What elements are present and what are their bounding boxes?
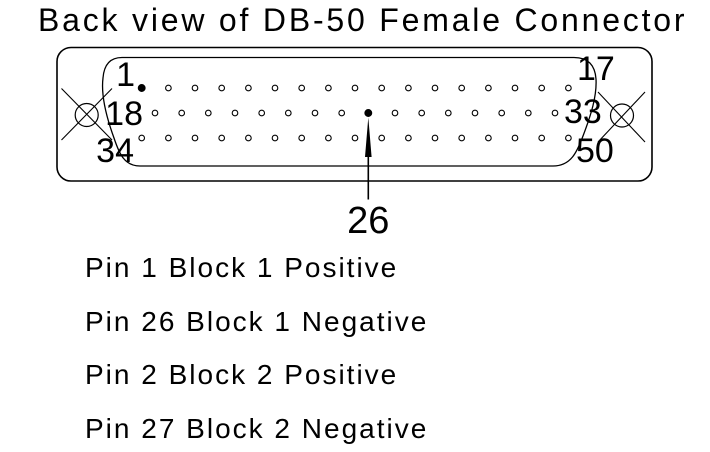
pin-7 <box>298 84 306 92</box>
pin-37 <box>218 134 226 142</box>
pin-field <box>137 84 572 142</box>
pin-11 <box>405 84 412 92</box>
pin-21 <box>231 109 239 117</box>
pin-5 <box>245 84 252 92</box>
pin-40 <box>298 134 306 142</box>
pin-12 <box>431 84 439 92</box>
pin-9 <box>351 84 359 92</box>
pin-10 <box>378 84 386 92</box>
pin-4 <box>218 84 226 92</box>
pin-8 <box>325 84 332 92</box>
pin-38 <box>245 134 252 142</box>
screw-hole-right-cross-line <box>597 91 646 143</box>
pin-33 <box>551 109 559 117</box>
pin-48 <box>511 134 519 142</box>
pin-17 <box>565 84 572 92</box>
pin-row-label-17: 17 <box>577 50 615 88</box>
screw-hole-right <box>597 91 646 143</box>
pin-assignment-line-1: Pin 1 Block 1 Positive <box>85 252 399 283</box>
pin-49 <box>538 134 546 142</box>
pin-41 <box>325 134 332 142</box>
pin-25 <box>338 109 346 117</box>
connector-diagram: 1 17 18 33 34 50 26 <box>56 46 653 242</box>
connector-insert-outline <box>101 56 597 167</box>
pin-36 <box>191 134 199 142</box>
pin-16 <box>538 84 546 92</box>
pin-29 <box>444 109 452 117</box>
pin-row-label-18: 18 <box>105 95 143 133</box>
screw-hole-left <box>61 88 113 141</box>
pin-31 <box>498 109 506 117</box>
pin-assignment-line-4: Pin 27 Block 2 Negative <box>85 413 429 444</box>
pin-45 <box>431 134 439 142</box>
pin-30 <box>471 109 479 117</box>
pin-1 <box>137 84 146 92</box>
pin-34 <box>138 134 146 142</box>
pin-44 <box>405 134 412 142</box>
pin-42 <box>351 134 359 142</box>
pin-6 <box>271 84 279 92</box>
screw-hole-right-circle <box>609 103 635 128</box>
connector-shell-outline <box>56 46 653 182</box>
pin-46 <box>458 134 466 142</box>
pin-32 <box>524 109 532 117</box>
screw-hole-left-cross-line <box>61 88 113 141</box>
pin-26-callout: 26 <box>347 117 389 242</box>
pin-19 <box>178 109 186 117</box>
pin-18 <box>151 109 159 117</box>
pin-24 <box>311 109 319 117</box>
pin-35 <box>165 134 172 142</box>
pin-row-label-33: 33 <box>564 93 602 131</box>
screw-hole-left-circle <box>74 102 99 128</box>
pin-assignment-line-2: Pin 26 Block 1 Negative <box>85 306 429 337</box>
pin-2 <box>165 84 172 92</box>
pin-row-label-34: 34 <box>96 132 134 170</box>
pin-13 <box>458 84 466 92</box>
pin-14 <box>485 84 492 92</box>
pin-20 <box>204 109 212 117</box>
pin-assignment-line-3: Pin 2 Block 2 Positive <box>85 359 399 390</box>
callout-pin-number: 26 <box>347 200 389 242</box>
pin-50 <box>565 134 572 142</box>
pin-22 <box>258 109 266 117</box>
pin-28 <box>418 109 426 117</box>
pin-15 <box>511 84 519 92</box>
pin-39 <box>271 134 279 142</box>
pin-row-label-50: 50 <box>576 132 614 170</box>
callout-arrowhead-icon <box>365 117 372 157</box>
pin-27 <box>391 109 399 117</box>
pin-43 <box>378 134 386 142</box>
pin-row-label-1: 1 <box>116 56 135 94</box>
pin-26 <box>364 109 373 117</box>
pin-47 <box>485 134 492 142</box>
pin-23 <box>284 109 292 117</box>
page-title: Back view of DB-50 Female Connector <box>38 2 688 38</box>
pin-3 <box>191 84 199 92</box>
